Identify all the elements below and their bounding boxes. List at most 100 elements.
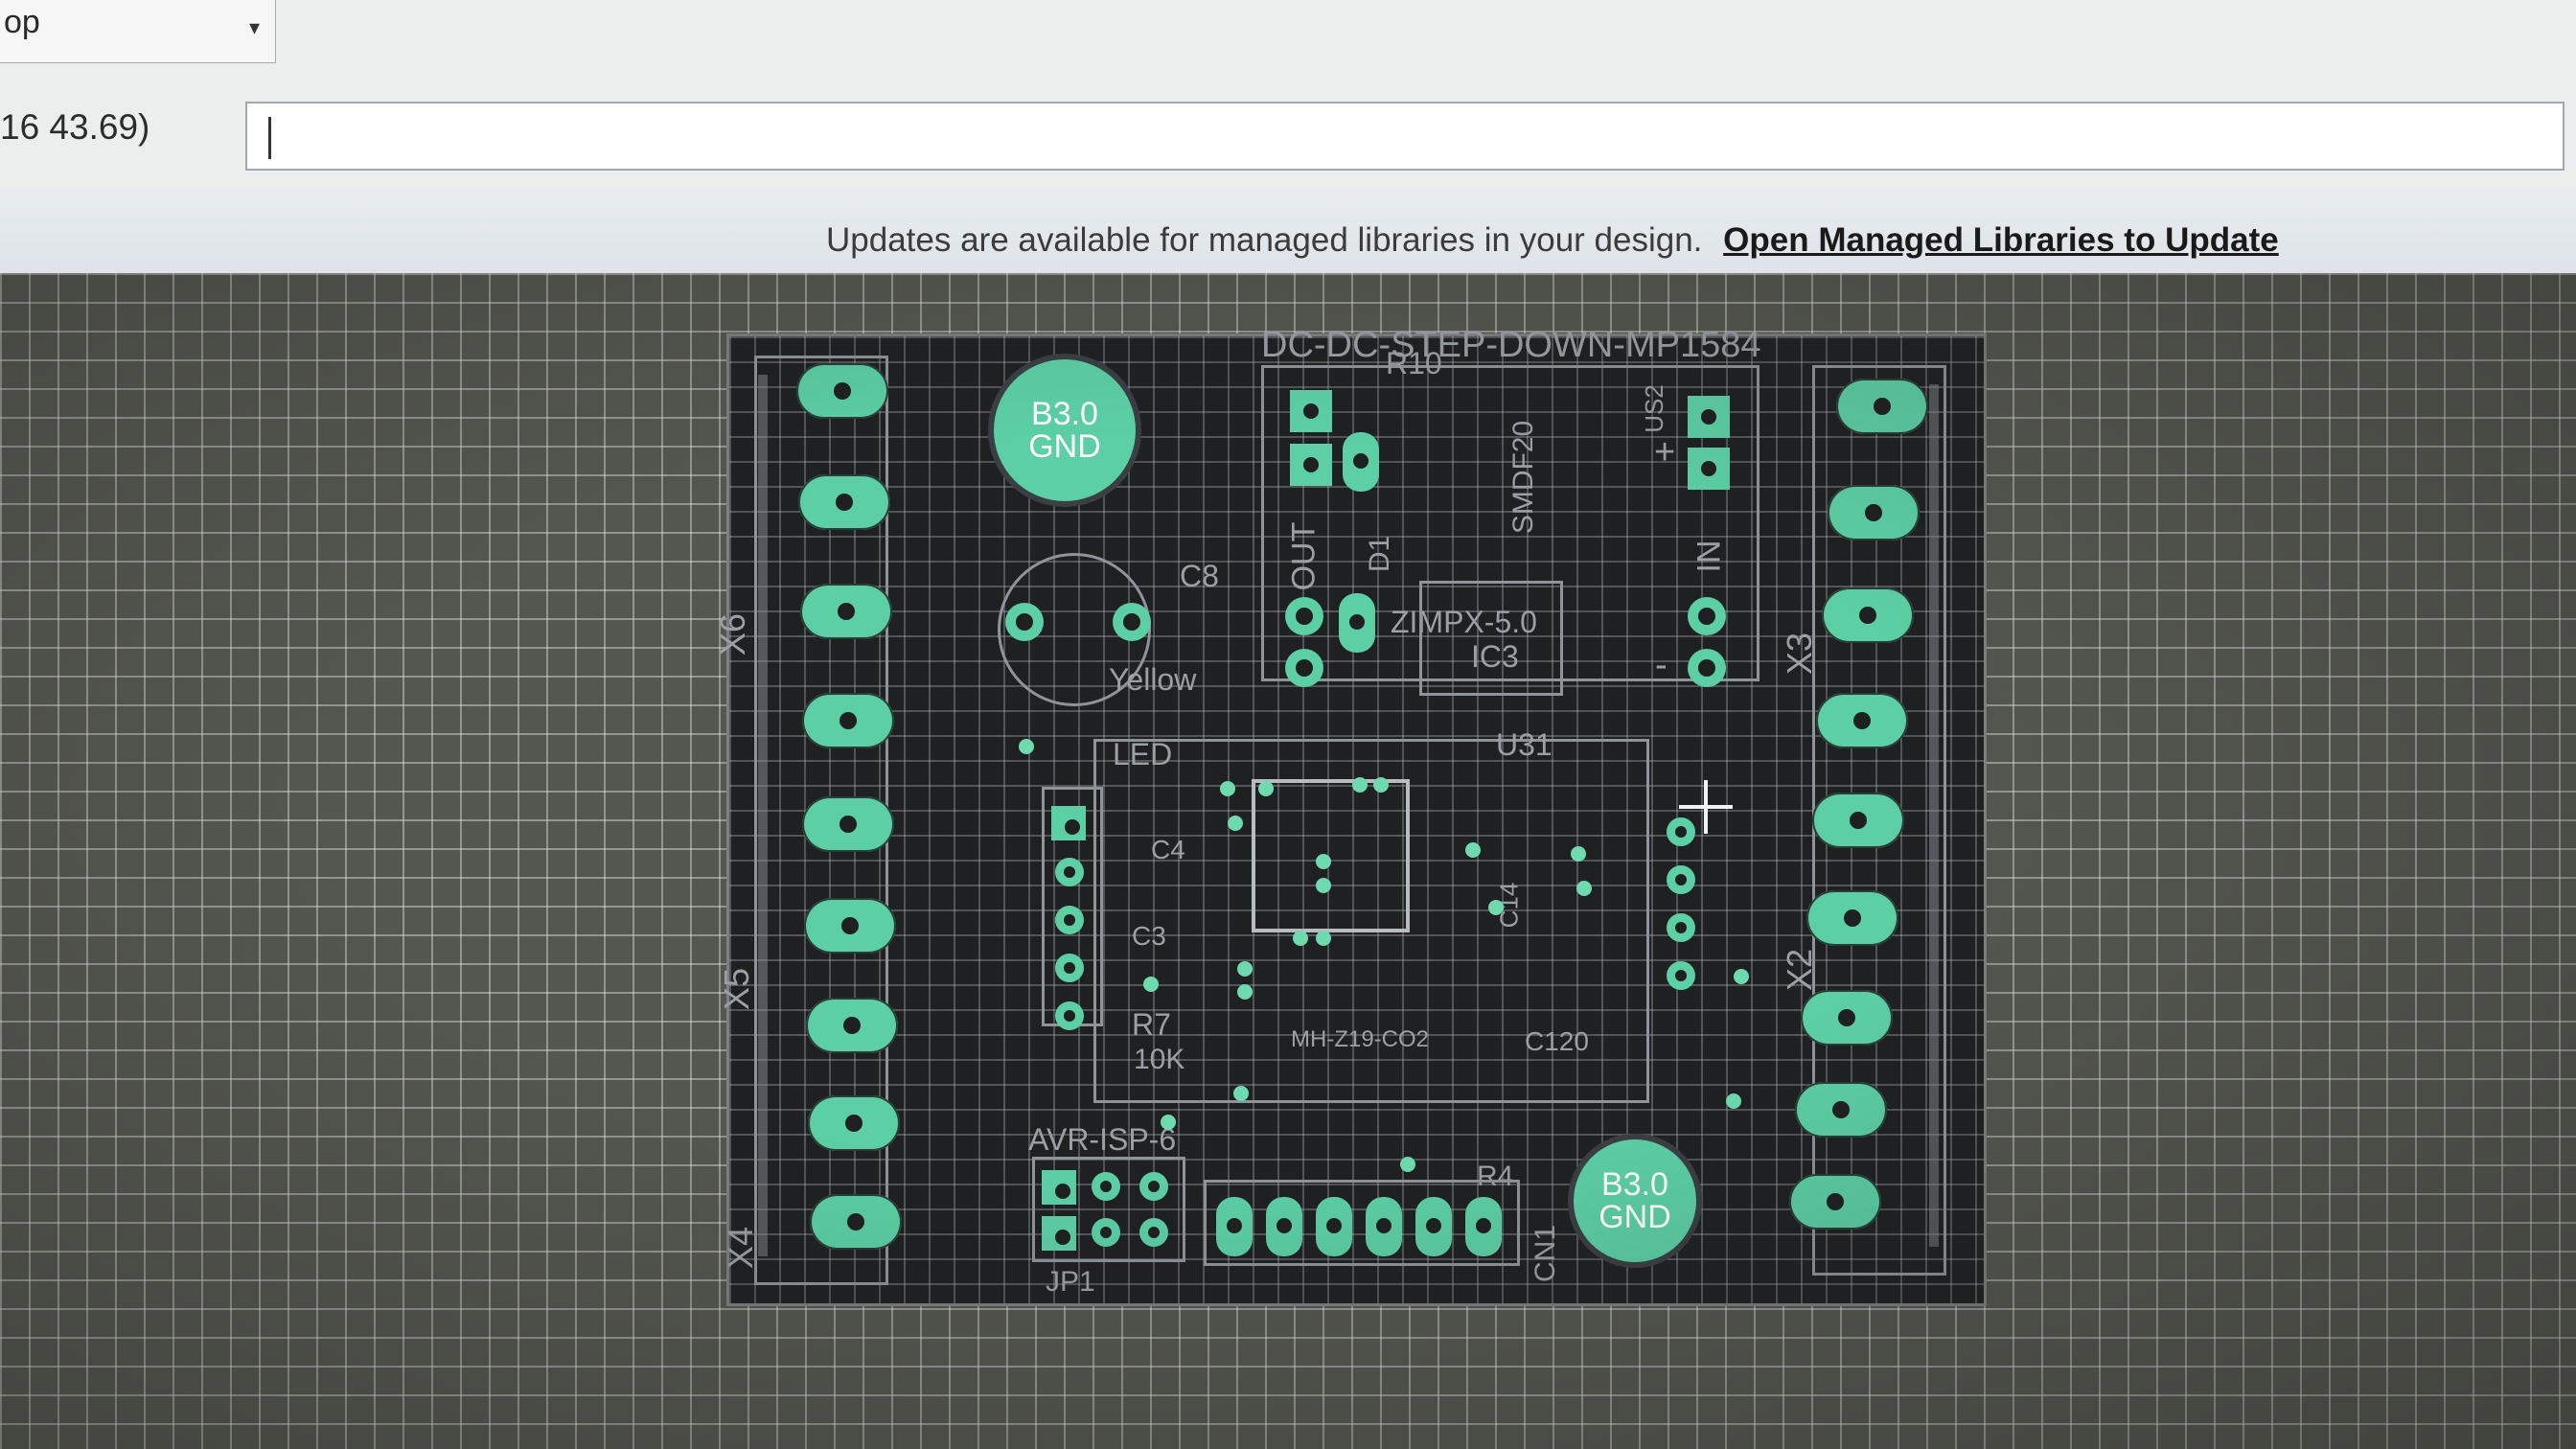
label-r4: R4 [1477, 1161, 1514, 1192]
pad[interactable] [806, 998, 898, 1053]
via[interactable] [1316, 931, 1331, 946]
via[interactable] [1734, 969, 1749, 984]
via[interactable] [1258, 781, 1274, 796]
via[interactable] [1228, 816, 1243, 831]
pad[interactable] [802, 796, 894, 852]
mount-hole-bottom[interactable]: B3.0 GND [1568, 1134, 1702, 1268]
via[interactable] [1019, 739, 1034, 754]
label-plus: + [1654, 432, 1676, 472]
text-caret [268, 117, 271, 159]
mount-hole-top[interactable]: B3.0 GND [988, 354, 1141, 507]
via[interactable] [1400, 1157, 1415, 1172]
pad[interactable] [1266, 1197, 1302, 1256]
pad[interactable] [1285, 649, 1323, 687]
pad[interactable] [1139, 1172, 1168, 1201]
label-ic3: IC3 [1471, 639, 1519, 674]
via[interactable] [1316, 854, 1331, 869]
label-x6: X6 [713, 612, 753, 656]
via[interactable] [1237, 961, 1253, 977]
open-managed-libraries-link[interactable]: Open Managed Libraries to Update [1723, 221, 2279, 259]
pad[interactable] [1113, 603, 1151, 641]
via[interactable] [1220, 781, 1235, 796]
pad[interactable] [1042, 1170, 1076, 1205]
pad[interactable] [798, 474, 890, 530]
pad[interactable] [1366, 1197, 1402, 1256]
pcb-board[interactable]: DC-DC-STEP-DOWN-MP1584 X6 X5 X4 X3 X2 B [713, 325, 1987, 1306]
pad[interactable] [1822, 587, 1914, 643]
regulator-outline [1419, 581, 1563, 696]
pad[interactable] [1343, 432, 1379, 492]
pad[interactable] [1051, 806, 1086, 840]
mcu-chip[interactable] [1252, 779, 1410, 932]
label-r10: R10 [1386, 346, 1442, 380]
via[interactable] [1571, 846, 1586, 862]
pad[interactable] [804, 898, 896, 954]
crosshair-icon-vertical [1704, 780, 1708, 834]
pad[interactable] [1055, 954, 1084, 982]
pad[interactable] [1092, 1172, 1120, 1201]
command-input[interactable] [245, 102, 2564, 171]
pad[interactable] [1139, 1218, 1168, 1247]
pad[interactable] [1290, 390, 1332, 432]
label-x3: X3 [1780, 632, 1820, 676]
pad[interactable] [808, 1095, 900, 1151]
label-out: OUT [1285, 521, 1322, 591]
via[interactable] [1233, 1086, 1249, 1101]
pad[interactable] [1667, 961, 1695, 990]
pad[interactable] [810, 1194, 902, 1250]
pad[interactable] [1688, 396, 1730, 438]
pad[interactable] [1688, 649, 1726, 687]
cn1-outline [1204, 1180, 1520, 1266]
pad[interactable] [1415, 1197, 1452, 1256]
chevron-down-icon[interactable]: ▾ [248, 15, 260, 39]
pad[interactable] [1816, 693, 1908, 748]
pad[interactable] [1285, 597, 1323, 635]
via[interactable] [1488, 900, 1504, 915]
pad[interactable] [1667, 817, 1695, 846]
pad[interactable] [1005, 603, 1044, 641]
pad[interactable] [1795, 1082, 1887, 1138]
layout-canvas[interactable]: DC-DC-STEP-DOWN-MP1584 X6 X5 X4 X3 X2 B [0, 273, 2576, 1449]
right-header-strip [1929, 384, 1939, 1247]
pad[interactable] [1055, 1001, 1084, 1030]
via[interactable] [1161, 1115, 1176, 1130]
pad[interactable] [1667, 913, 1695, 942]
via[interactable] [1373, 777, 1389, 793]
pad[interactable] [1465, 1197, 1502, 1256]
pad[interactable] [1316, 1197, 1352, 1256]
pad[interactable] [1828, 485, 1920, 540]
layer-select[interactable]: op ▾ [0, 0, 276, 63]
via[interactable] [1465, 842, 1481, 858]
via[interactable] [1293, 931, 1308, 946]
pad[interactable] [1688, 448, 1730, 490]
pad[interactable] [802, 693, 894, 748]
via[interactable] [1576, 881, 1592, 896]
pad[interactable] [1812, 793, 1904, 848]
pad[interactable] [1801, 990, 1893, 1046]
label-r7-value: 10K [1134, 1044, 1185, 1075]
label-x4: X4 [721, 1226, 761, 1270]
pad[interactable] [796, 363, 888, 419]
notification-message: Updates are available for managed librar… [826, 221, 2279, 260]
via[interactable] [1352, 777, 1368, 793]
pad[interactable] [1836, 379, 1928, 434]
via[interactable] [1143, 977, 1159, 992]
pad[interactable] [1055, 858, 1084, 886]
pad[interactable] [800, 584, 892, 639]
left-header-strip [758, 375, 768, 1256]
pad[interactable] [1667, 865, 1695, 894]
pad[interactable] [1290, 444, 1332, 486]
via[interactable] [1237, 984, 1253, 1000]
pad[interactable] [1339, 593, 1375, 653]
pad[interactable] [1042, 1216, 1076, 1251]
pad[interactable] [1216, 1197, 1253, 1256]
pad[interactable] [1789, 1174, 1881, 1230]
board-title: DC-DC-STEP-DOWN-MP1584 [1261, 325, 1761, 365]
via[interactable] [1316, 878, 1331, 893]
pad[interactable] [1055, 906, 1084, 934]
label-c3: C3 [1132, 921, 1166, 951]
pad[interactable] [1806, 890, 1898, 946]
pad[interactable] [1092, 1218, 1120, 1247]
pad[interactable] [1688, 597, 1726, 635]
via[interactable] [1726, 1093, 1741, 1109]
